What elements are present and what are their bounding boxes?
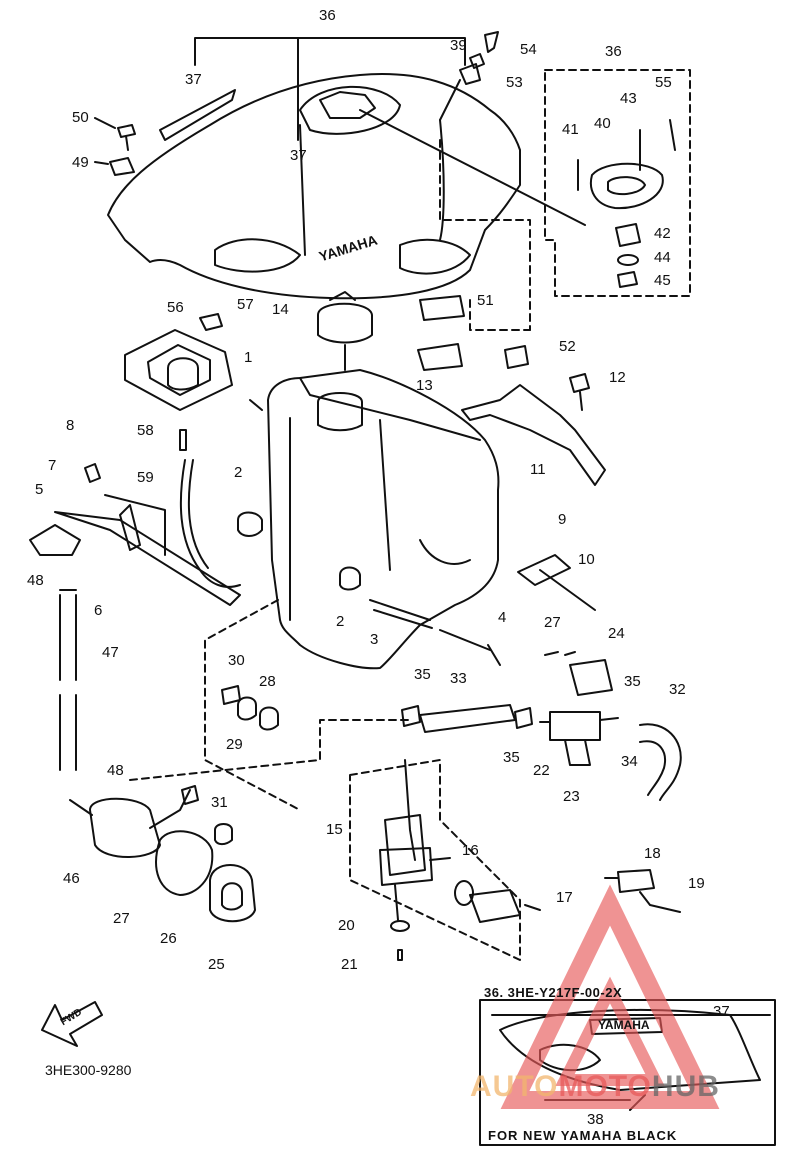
part-label: 27 (544, 614, 561, 631)
part-label: 28 (259, 673, 276, 690)
part-label: 48 (107, 762, 124, 779)
part-label: 37 (185, 71, 202, 88)
part-label: 38 (587, 1111, 604, 1128)
part-label: 41 (562, 121, 579, 138)
part-label: 9 (558, 511, 567, 528)
part-label: 2 (336, 613, 345, 630)
part-label: 16 (462, 842, 479, 859)
part-label: 46 (63, 870, 80, 887)
part-label: 22 (533, 762, 550, 779)
part-label: 52 (559, 338, 576, 355)
fwd-arrow (41, 1001, 103, 1047)
part-label: 43 (620, 90, 637, 107)
part-label: 35 (624, 673, 641, 690)
part-label: 5 (35, 481, 44, 498)
part-label: 47 (102, 644, 119, 661)
part-label: 37 (713, 1003, 730, 1020)
inset-brand: YAMAHA (598, 1018, 650, 1032)
part-label: 20 (338, 917, 355, 934)
part-label: 58 (137, 422, 154, 439)
part-label: 57 (237, 296, 254, 313)
part-label: 21 (341, 956, 358, 973)
part-label: 29 (226, 736, 243, 753)
part-label: 49 (72, 154, 89, 171)
inset-title: 36. 3HE-Y217F-00-2X (484, 985, 623, 1000)
part-label: 18 (644, 845, 661, 862)
part-label: 24 (608, 625, 625, 642)
part-label: 11 (530, 461, 546, 478)
part-label: 13 (416, 377, 433, 394)
watermark-text: AUTOMOTOHUB (470, 1070, 720, 1104)
part-label: 35 (503, 749, 520, 766)
watermark-part-3: HUB (651, 1070, 720, 1103)
part-label: 23 (563, 788, 580, 805)
part-label: 17 (556, 889, 573, 906)
part-label: 14 (272, 301, 289, 318)
part-label: 19 (688, 875, 705, 892)
part-label: 27 (113, 910, 130, 927)
part-label: 40 (594, 115, 611, 132)
fuel-tank (267, 369, 500, 670)
part-label: 54 (520, 41, 537, 58)
part-label: 12 (609, 369, 626, 386)
part-label: 4 (498, 609, 507, 626)
part-label: 42 (654, 225, 671, 242)
part-label: 50 (72, 109, 89, 126)
part-label: 30 (228, 652, 245, 669)
part-label: 45 (654, 272, 671, 289)
leader-36 (194, 37, 466, 66)
part-label: 56 (167, 299, 184, 316)
part-label: 15 (326, 821, 343, 838)
part-label: 51 (477, 292, 494, 309)
part-label: 36 (319, 7, 336, 24)
part-label: 55 (655, 74, 672, 91)
part-label: 1 (244, 349, 253, 366)
part-label: 59 (137, 469, 154, 486)
diagram-code: 3HE300-9280 (45, 1062, 132, 1078)
part-label: 25 (208, 956, 225, 973)
watermark-logo (500, 884, 720, 1109)
tank-cover (107, 73, 521, 300)
inset-footer: FOR NEW YAMAHA BLACK (488, 1128, 678, 1143)
part-label: 8 (66, 417, 75, 434)
part-label: 32 (669, 681, 686, 698)
part-label: 37 (290, 147, 307, 164)
part-label: 3 (370, 631, 379, 648)
part-label: 39 (450, 37, 467, 54)
part-label: 44 (654, 249, 671, 266)
part-label: 31 (211, 794, 228, 811)
part-label: 34 (621, 753, 638, 770)
inset-frame (479, 999, 776, 1146)
bolt-50 (117, 124, 136, 151)
part-label: 36 (605, 43, 622, 60)
part-label: 33 (450, 670, 467, 687)
part-label: 26 (160, 930, 177, 947)
part-label: 53 (506, 74, 523, 91)
watermark-part-1: AUTO (470, 1070, 559, 1103)
part-label: 48 (27, 572, 44, 589)
watermark-part-2: MOTO (558, 1070, 652, 1103)
grommet-49 (109, 157, 135, 176)
part-label: 7 (48, 457, 57, 474)
part-label: 10 (578, 551, 595, 568)
part-label: 2 (234, 464, 243, 481)
part-label: 35 (414, 666, 431, 683)
part-label: 6 (94, 602, 103, 619)
